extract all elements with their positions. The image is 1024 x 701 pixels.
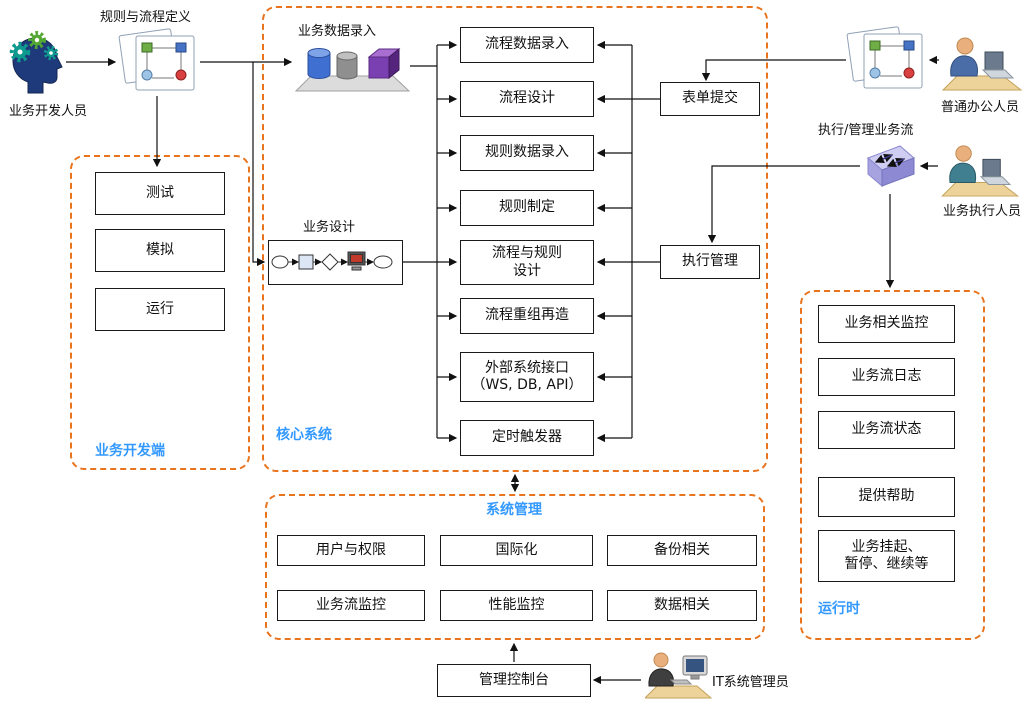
executor-label: 业务执行人员	[942, 204, 1021, 219]
panel-sysmgmt	[265, 494, 765, 640]
node-form-submit: 表单提交	[660, 82, 760, 116]
database-icon	[295, 40, 410, 92]
node-management-console: 管理控制台	[437, 664, 591, 697]
rules-process-definition-label: 规则与流程定义	[100, 10, 192, 25]
switch-icon	[862, 138, 918, 194]
panel-sysmgmt-title: 系统管理	[486, 502, 542, 518]
node-help: 提供帮助	[818, 477, 955, 517]
exec-manage-flow-label: 执行/管理业务流	[818, 123, 914, 138]
node-process-rule-design: 流程与规则 设计	[460, 240, 594, 285]
node-test: 测试	[95, 172, 225, 215]
node-simulate: 模拟	[95, 229, 225, 272]
admin-icon	[645, 650, 713, 700]
node-run: 运行	[95, 288, 225, 331]
node-i18n: 国际化	[440, 535, 593, 566]
business-data-entry-label: 业务数据录入	[298, 24, 377, 39]
node-performance-monitoring: 性能监控	[440, 590, 593, 621]
panel-runtime-title: 运行时	[818, 601, 860, 617]
node-flow-monitoring: 业务流监控	[277, 590, 425, 621]
node-users-permissions: 用户与权限	[277, 535, 425, 566]
node-flow-log: 业务流日志	[818, 358, 955, 396]
developer-label: 业务开发人员	[8, 104, 87, 119]
office-staff-icon	[941, 32, 1023, 92]
node-timer-trigger: 定时触发器	[460, 420, 594, 456]
admin-label: IT系统管理员	[712, 675, 789, 690]
executor-icon	[940, 140, 1020, 198]
panel-dev-title: 业务开发端	[95, 443, 165, 459]
node-external-interface: 外部系统接口 （WS, DB, API）	[460, 352, 594, 402]
node-rule-making: 规则制定	[460, 190, 594, 226]
panel-runtime	[800, 290, 985, 640]
business-design-label: 业务设计	[303, 220, 356, 235]
node-data-related: 数据相关	[607, 590, 757, 621]
node-process-design: 流程设计	[460, 81, 594, 117]
panel-core-title: 核心系统	[276, 427, 332, 443]
node-process-data-entry: 流程数据录入	[460, 27, 594, 63]
panel-dev	[70, 155, 250, 470]
rules-document-icon	[118, 26, 200, 96]
office-document-icon	[846, 24, 928, 94]
node-process-reengineering: 流程重组再造	[460, 298, 594, 334]
node-rule-data-entry: 规则数据录入	[460, 135, 594, 171]
developer-icon	[6, 28, 64, 94]
node-flow-status: 业务流状态	[818, 411, 955, 449]
workflow-icon	[268, 240, 403, 285]
node-exec-management: 执行管理	[660, 245, 760, 279]
node-backup: 备份相关	[607, 535, 757, 566]
node-biz-monitor: 业务相关监控	[818, 305, 955, 343]
node-suspend-resume: 业务挂起、 暂停、继续等	[818, 530, 955, 582]
office-staff-label: 普通办公人员	[940, 100, 1019, 115]
